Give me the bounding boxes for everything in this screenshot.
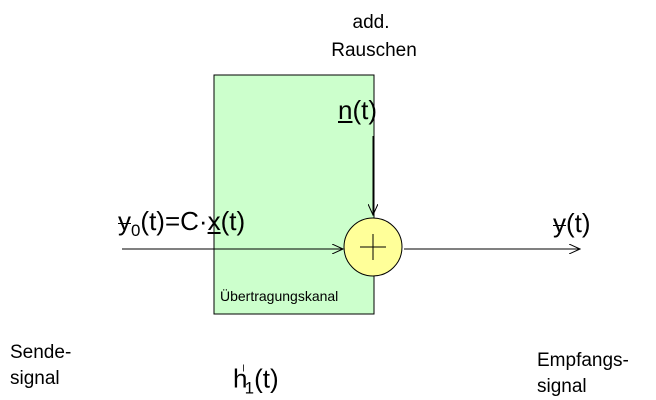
receive-signal-label-line1: Empfangs- [537, 350, 629, 371]
impulse-subscript: 1 [244, 378, 255, 398]
impulse-response-label: hˡ1(t) [233, 362, 279, 398]
output-signal-label: y(t) [553, 209, 591, 238]
noise-label-line2: Rauschen [331, 40, 417, 61]
input-rest-2: (t) [220, 206, 246, 236]
input-rest-1: (t)=C· [140, 206, 208, 236]
channel-box [213, 74, 375, 315]
adder-plus-icon [343, 217, 403, 277]
impulse-rest: (t) [254, 363, 279, 394]
noise-signal-letter: n [338, 95, 353, 125]
channel-label: Übertragungskanal [220, 288, 339, 304]
input-y: y [118, 206, 131, 236]
input-subscript: 0 [131, 220, 141, 240]
noise-label-line1: add. [352, 12, 390, 33]
input-x: x [207, 206, 221, 236]
impulse-tick: ˡ [242, 362, 245, 378]
noise-signal-label: n(t) [338, 96, 377, 125]
receive-signal-label-line2: signal [537, 376, 587, 397]
noise-signal-rest: (t) [352, 95, 378, 125]
send-signal-label-line2: signal [10, 368, 60, 389]
output-rest: (t) [566, 208, 591, 238]
output-y: y [553, 208, 566, 238]
impulse-h: h [233, 363, 248, 394]
send-signal-label-line1: Sende- [10, 342, 72, 363]
input-signal-label: y0(t)=C·x(t) [118, 207, 245, 241]
